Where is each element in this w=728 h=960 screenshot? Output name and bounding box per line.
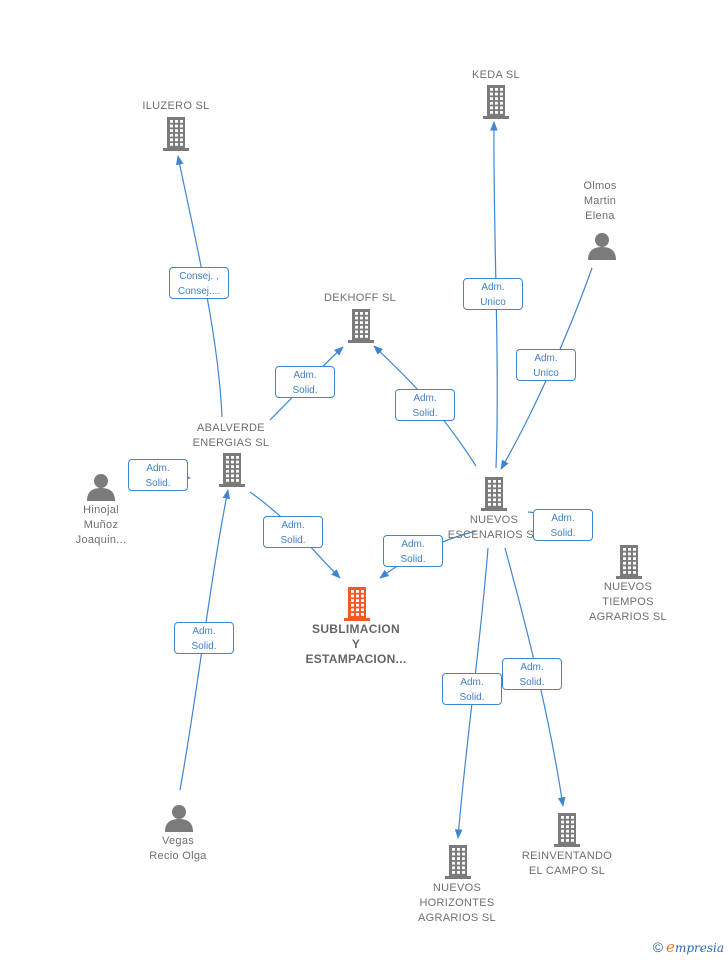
node-label: Hinojal Muñoz Joaquin...: [75, 504, 127, 546]
building-icon: [481, 477, 507, 511]
node-label: KEDA SL: [472, 69, 520, 81]
building-icon: [163, 117, 189, 151]
node-keda[interactable]: KEDA SL: [421, 68, 571, 83]
brand-name: mpresia: [674, 941, 724, 955]
node-keda-icon-wrap[interactable]: [481, 84, 511, 125]
node-vegas[interactable]: Vegas Recio Olga: [103, 834, 253, 864]
edge-label-abalverde-to-iluzero[interactable]: Consej. , Consej....: [169, 267, 229, 299]
building-icon: [219, 453, 245, 487]
person-icon: [165, 805, 193, 832]
edge-label-vegas-to-abalverde[interactable]: Adm. Solid.: [174, 622, 234, 654]
building-icon: [344, 587, 370, 621]
edge-label-nuevos_escenarios-to-keda[interactable]: Adm. Unico: [463, 278, 523, 310]
building-icon: [554, 813, 580, 847]
edge-label-olmos-to-nuevos_escenarios[interactable]: Adm. Unico: [516, 349, 576, 381]
person-icon: [588, 233, 616, 260]
edge-label-nuevos_escenarios-to-dekhoff[interactable]: Adm. Solid.: [395, 389, 455, 421]
node-reinventando[interactable]: REINVENTANDO EL CAMPO SL: [492, 849, 642, 879]
node-hinojal-icon-wrap[interactable]: [86, 473, 116, 506]
node-nuevos_escenarios[interactable]: NUEVOS ESCENARIOS SL: [419, 513, 569, 543]
node-iluzero-icon-wrap[interactable]: [161, 116, 191, 157]
building-icon: [348, 309, 374, 343]
edge-label-nuevos_escenarios-to-sublimacion[interactable]: Adm. Solid.: [383, 535, 443, 567]
node-label: ILUZERO SL: [142, 100, 210, 112]
node-nuevos_tiempos[interactable]: NUEVOS TIEMPOS AGRARIOS SL: [553, 580, 703, 625]
node-nuevos_escenarios-icon-wrap[interactable]: [479, 476, 509, 517]
node-nuevos_tiempos-icon-wrap[interactable]: [614, 544, 644, 585]
node-abalverde[interactable]: ABALVERDE ENERGIAS SL: [156, 421, 306, 451]
edge-label-abalverde-to-dekhoff[interactable]: Adm. Solid.: [275, 366, 335, 398]
building-icon: [483, 85, 509, 119]
node-label: Olmos Martin Elena: [583, 180, 617, 222]
node-label: NUEVOS ESCENARIOS SL: [447, 514, 540, 541]
node-label: ABALVERDE ENERGIAS SL: [192, 422, 270, 449]
node-sublimacion[interactable]: SUBLIMACION Y ESTAMPACION...: [281, 622, 431, 667]
node-olmos-icon-wrap[interactable]: [587, 232, 617, 265]
node-sublimacion-icon-wrap[interactable]: [342, 586, 372, 627]
edge-label-nuevos_escenarios-to-nuevos_horizontes[interactable]: Adm. Solid.: [442, 673, 502, 705]
building-icon: [445, 845, 471, 879]
node-label: SUBLIMACION Y ESTAMPACION...: [305, 622, 407, 666]
brand-initial: e: [666, 938, 675, 956]
node-nuevos_horizontes-icon-wrap[interactable]: [443, 844, 473, 885]
building-icon: [616, 545, 642, 579]
edge-label-abalverde-to-sublimacion[interactable]: Adm. Solid.: [263, 516, 323, 548]
node-iluzero[interactable]: ILUZERO SL: [101, 99, 251, 114]
node-reinventando-icon-wrap[interactable]: [552, 812, 582, 853]
node-olmos[interactable]: Olmos Martin Elena: [525, 179, 675, 224]
node-nuevos_horizontes[interactable]: NUEVOS HORIZONTES AGRARIOS SL: [382, 881, 532, 926]
edge-label-hinojal-to-abalverde[interactable]: Adm. Solid.: [128, 459, 188, 491]
edges-layer: [138, 121, 593, 839]
node-hinojal[interactable]: Hinojal Muñoz Joaquin...: [26, 503, 176, 548]
node-label: REINVENTANDO EL CAMPO SL: [521, 850, 613, 877]
node-dekhoff[interactable]: DEKHOFF SL: [285, 291, 435, 306]
node-label: DEKHOFF SL: [323, 292, 397, 304]
node-label: NUEVOS TIEMPOS AGRARIOS SL: [589, 581, 667, 623]
edge-label-nuevos_escenarios-to-reinventando[interactable]: Adm. Solid.: [502, 658, 562, 690]
person-icon: [87, 474, 115, 501]
node-vegas-icon-wrap[interactable]: [164, 804, 194, 837]
node-abalverde-icon-wrap[interactable]: [217, 452, 247, 493]
brand-logo: ©empresia: [653, 938, 724, 956]
node-label: Vegas Recio Olga: [149, 835, 207, 862]
node-label: NUEVOS HORIZONTES AGRARIOS SL: [418, 882, 496, 924]
edge-label-nuevos_escenarios-to-nuevos_tiempos[interactable]: Adm. Solid.: [533, 509, 593, 541]
copyright-symbol: ©: [652, 939, 664, 955]
node-dekhoff-icon-wrap[interactable]: [346, 308, 376, 349]
